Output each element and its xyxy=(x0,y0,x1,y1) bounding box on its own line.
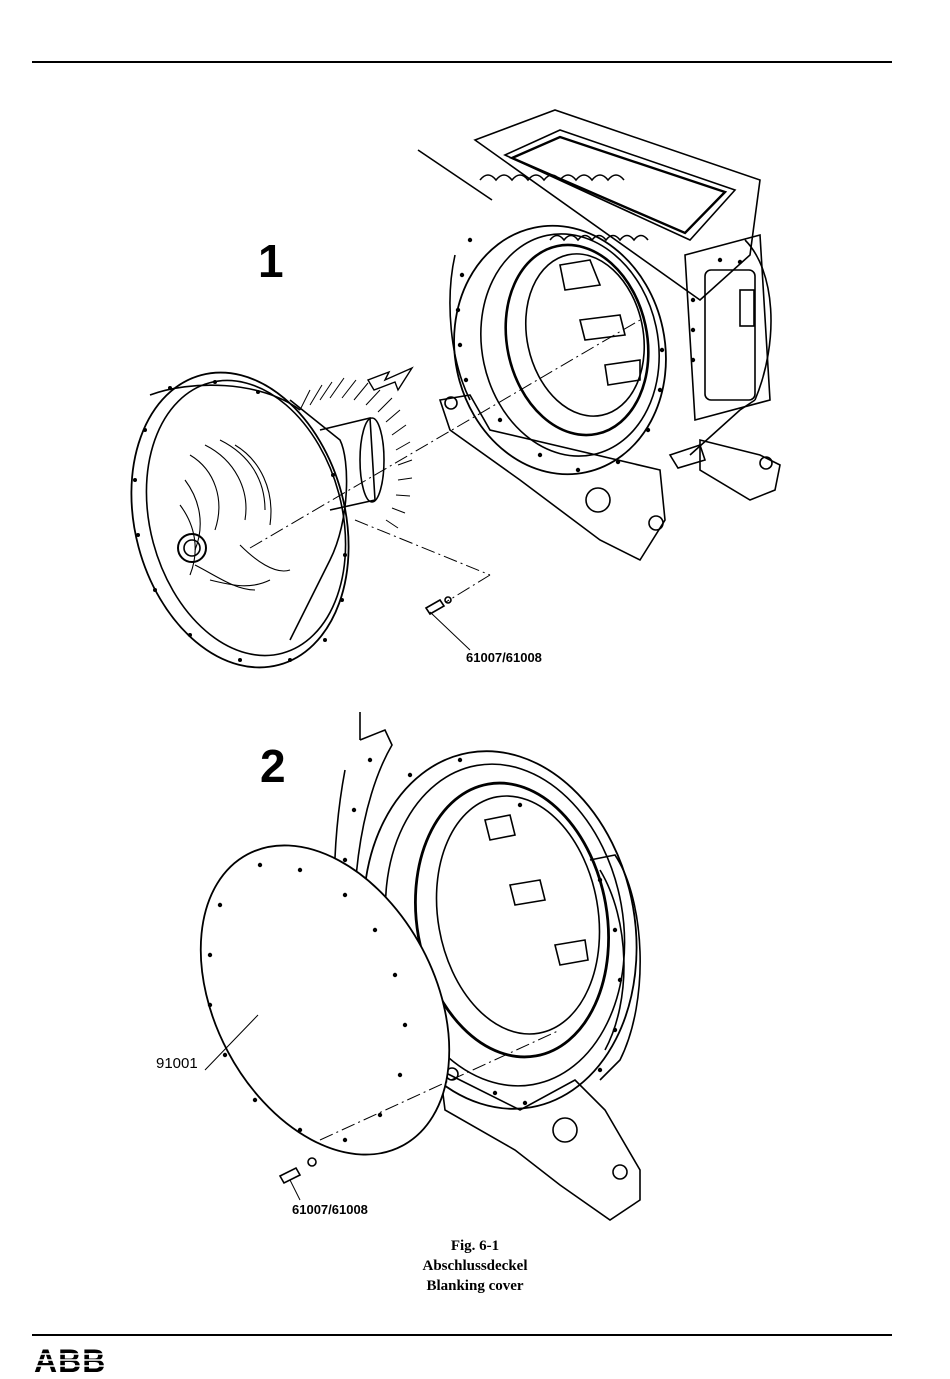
bolt-bottom xyxy=(280,1158,316,1200)
compressor-housing xyxy=(418,110,780,560)
bolt-top xyxy=(426,597,470,650)
figure-title-en: Blanking cover xyxy=(0,1276,950,1297)
footer-rule xyxy=(32,1334,892,1336)
callout-bolt-top: 61007/61008 xyxy=(466,650,542,665)
callout-cover: 91001 xyxy=(156,1055,198,1072)
direction-arrow xyxy=(368,368,412,390)
step-1-label: 1 xyxy=(258,238,284,284)
rotor-assembly xyxy=(100,348,412,692)
figure-number: Fig. 6-1 xyxy=(0,1236,950,1257)
callout-bolt-bottom: 61007/61008 xyxy=(292,1202,368,1217)
abb-logo: ABB xyxy=(34,1345,114,1375)
figure-title-de: Abschlussdeckel xyxy=(0,1256,950,1277)
step-2-label: 2 xyxy=(260,743,286,789)
